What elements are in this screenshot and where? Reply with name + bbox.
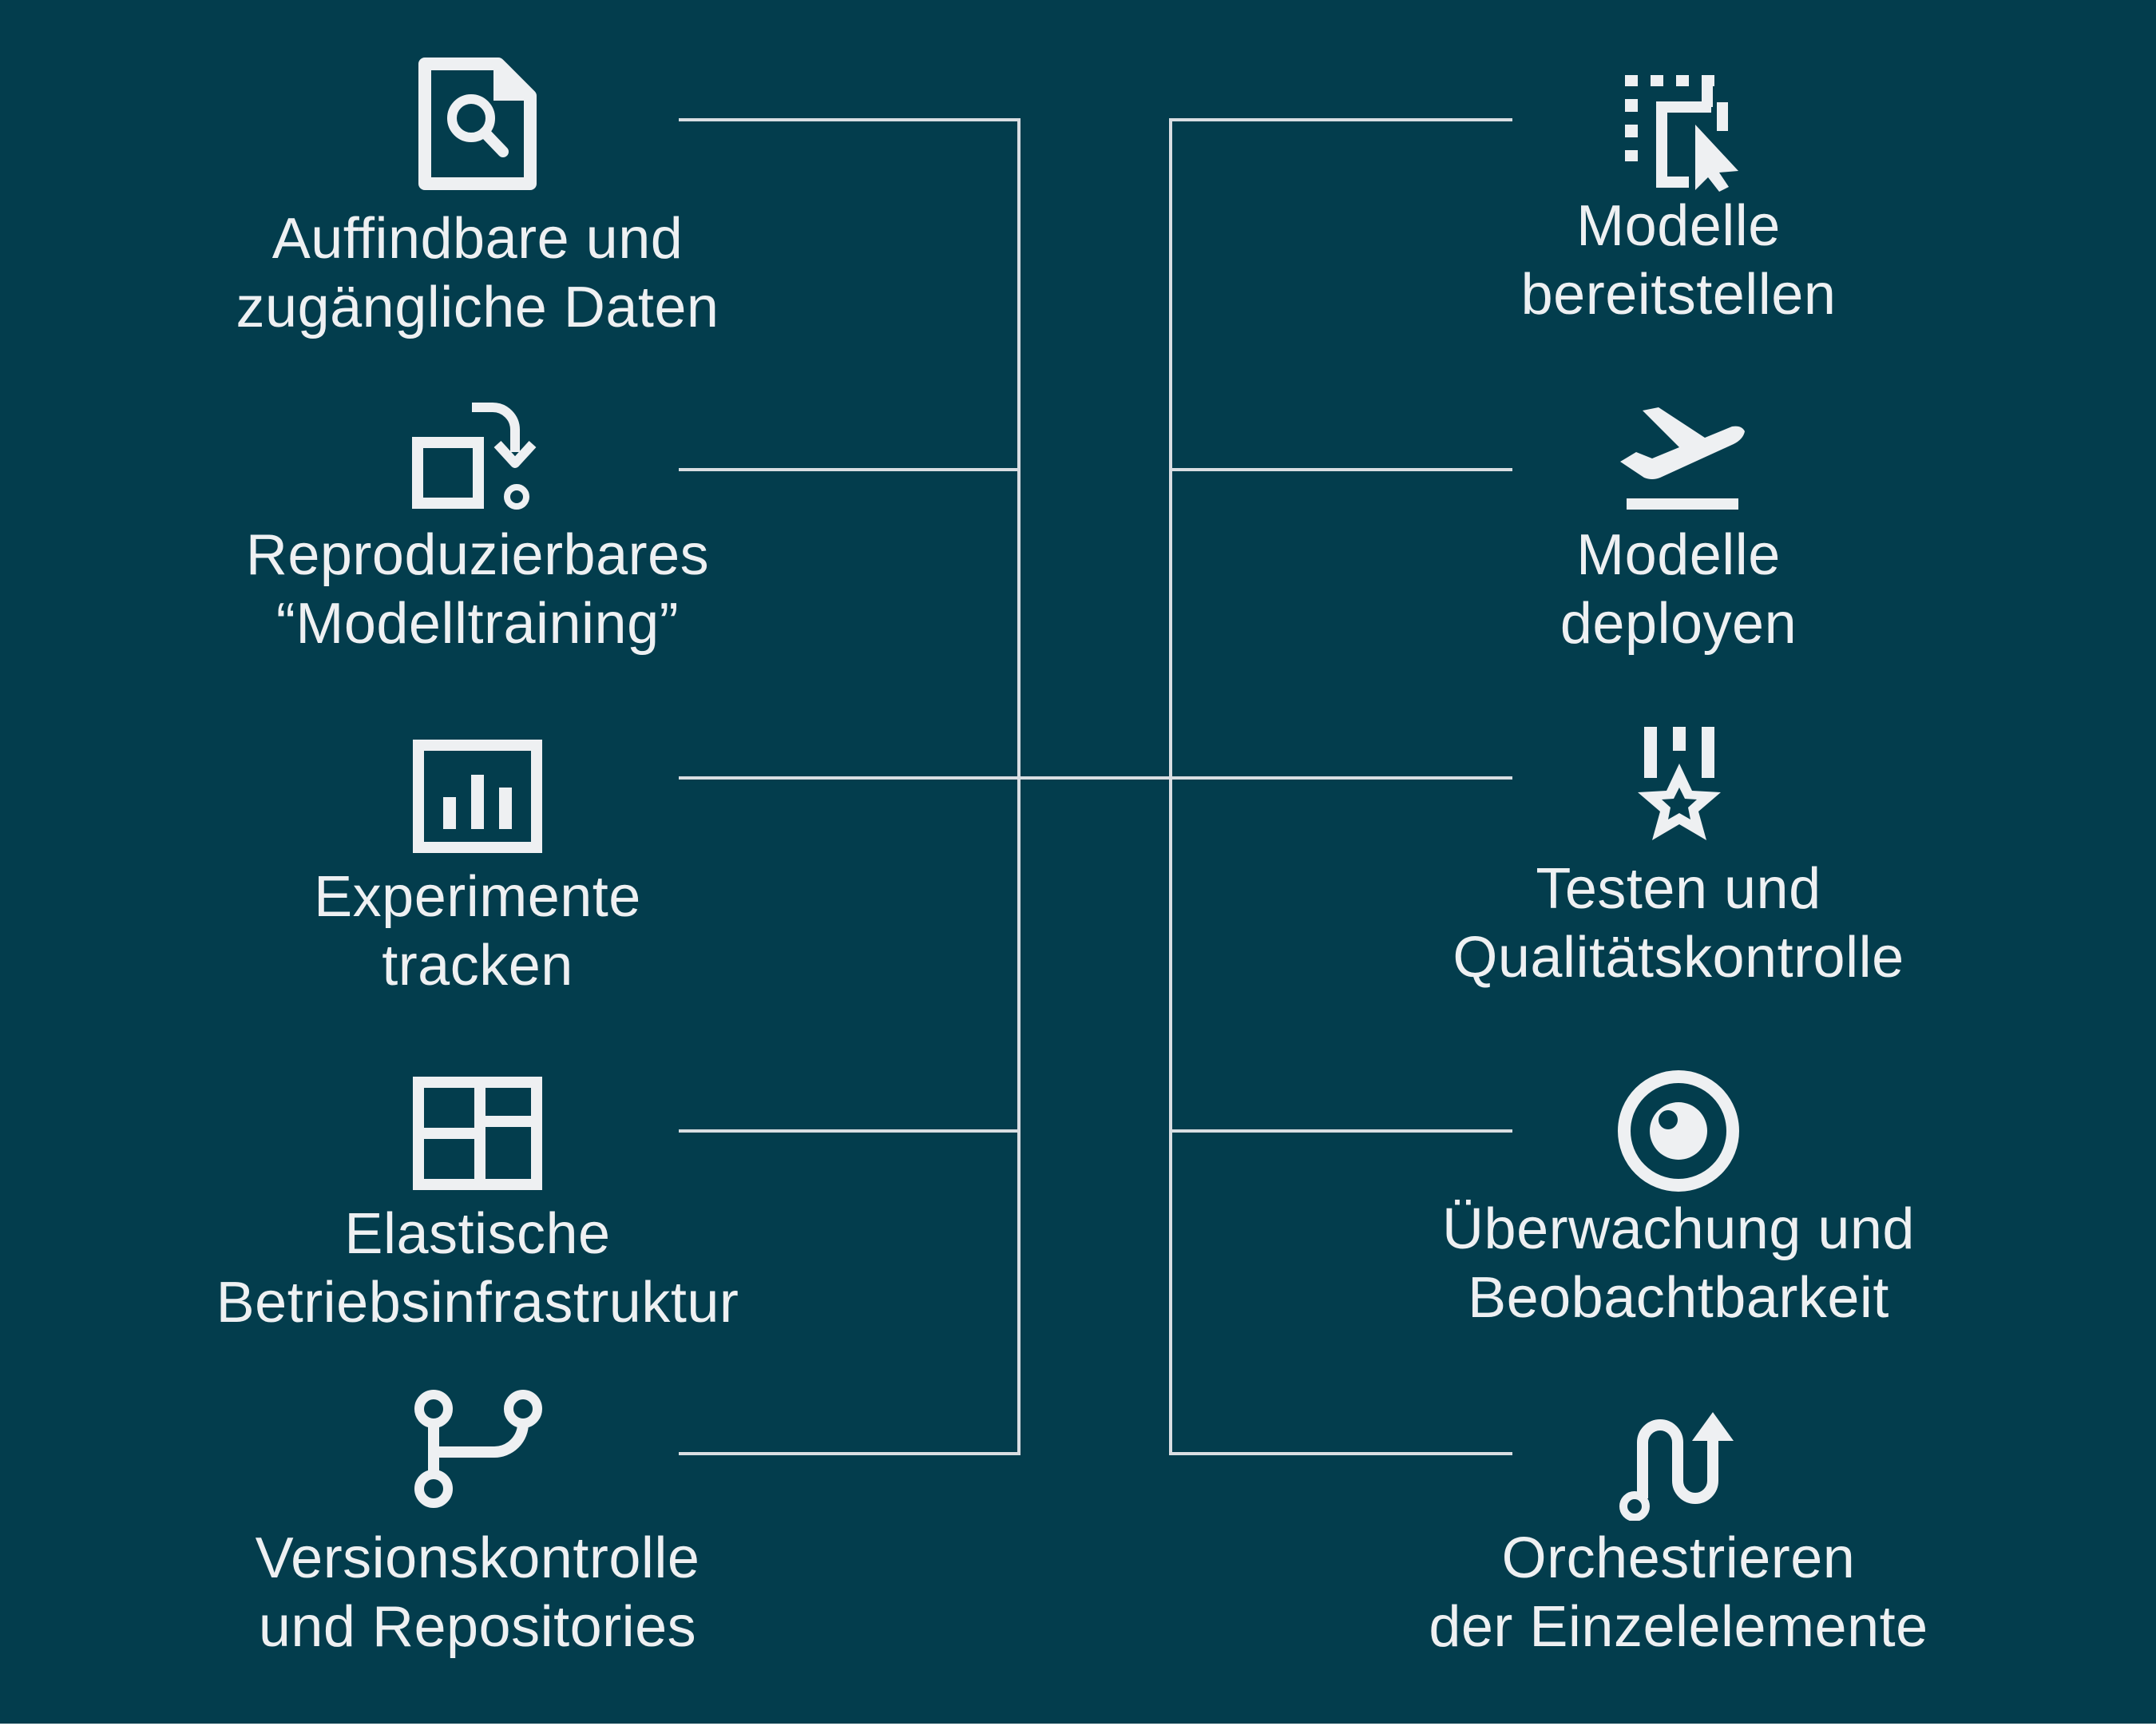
layout-grid-icon xyxy=(413,1077,542,1190)
document-search-icon xyxy=(418,58,537,190)
item-test: Testen und Qualitätskontrolle xyxy=(1319,724,2038,992)
item-provide: Modelle bereitstellen xyxy=(1319,70,2038,329)
route-icon xyxy=(1619,1412,1734,1521)
item-orchestrate-line1: Orchestrieren xyxy=(1501,1526,1856,1590)
item-vcs: Versionskontrolle und Repositories xyxy=(118,1385,837,1661)
item-deploy-line1: Modelle xyxy=(1576,523,1781,587)
item-orchestrate: Orchestrieren der Einzelelemente xyxy=(1319,1409,2038,1661)
bar-chart-icon xyxy=(413,740,542,853)
item-training-line1: Reproduzierbares xyxy=(245,523,710,587)
item-test-line1: Testen und xyxy=(1536,857,1821,921)
item-monitor: Überwachung und Beobachtbarkeit xyxy=(1319,1067,2038,1332)
item-infra-line2: Betriebsinfrastruktur xyxy=(216,1271,739,1335)
item-vcs-line1: Versionskontrolle xyxy=(255,1526,700,1590)
medal-star-icon xyxy=(1638,727,1721,840)
item-data-line2: zugängliche Daten xyxy=(236,276,719,339)
item-provide-line2: bereitstellen xyxy=(1520,263,1837,327)
selection-cursor-icon xyxy=(1625,75,1738,192)
item-infra: Elastische Betriebsinfrastruktur xyxy=(118,1075,837,1337)
eye-icon xyxy=(1618,1070,1739,1192)
item-monitor-line1: Überwachung und xyxy=(1442,1197,1915,1261)
item-deploy: Modelle deployen xyxy=(1319,401,2038,658)
item-experiments-line1: Experimente xyxy=(314,865,641,929)
item-vcs-line2: und Repositories xyxy=(258,1595,697,1659)
airplane-takeoff-icon xyxy=(1620,407,1745,510)
item-training-line2: “Modelltraining” xyxy=(275,592,680,656)
item-experiments-line2: tracken xyxy=(382,934,573,998)
item-test-line2: Qualitätskontrolle xyxy=(1453,926,1904,990)
item-orchestrate-line2: der Einzelelemente xyxy=(1429,1595,1928,1659)
item-infra-line1: Elastische xyxy=(344,1202,611,1266)
item-training: Reproduzierbares “Modelltraining” xyxy=(118,399,837,658)
item-provide-line1: Modelle xyxy=(1576,194,1781,258)
item-deploy-line2: deployen xyxy=(1560,592,1797,656)
item-experiments: Experimente tracken xyxy=(118,738,837,1000)
branch-icon xyxy=(414,1390,542,1508)
square-arrow-icon xyxy=(412,403,537,510)
item-data: Auffindbare und zugängliche Daten xyxy=(118,56,837,342)
item-monitor-line2: Beobachtbarkeit xyxy=(1468,1266,1889,1330)
item-data-line1: Auffindbare und xyxy=(271,207,684,271)
